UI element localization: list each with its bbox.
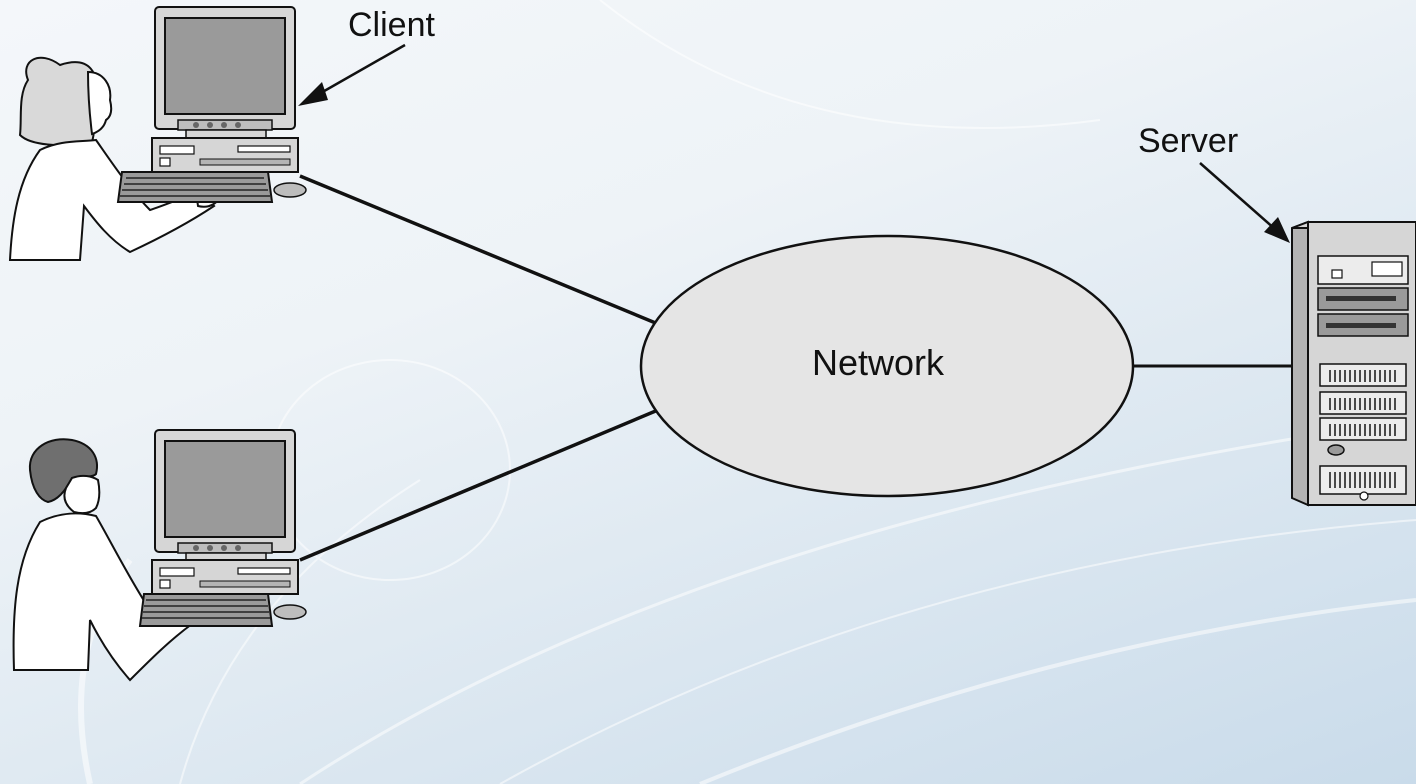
server-tower-icon	[1291, 220, 1416, 507]
server-arrow	[1199, 162, 1290, 243]
client-arrow	[298, 43, 406, 106]
desktop-computer-icon	[138, 429, 307, 627]
client-label: Client	[348, 6, 435, 44]
network-cloud	[639, 234, 1135, 498]
server-label: Server	[1138, 122, 1239, 160]
client-bottom	[12, 429, 307, 682]
connection-bottom-client	[299, 408, 659, 562]
female-user-icon	[8, 56, 222, 261]
client-top	[8, 6, 307, 261]
connection-top-client	[299, 174, 659, 326]
desktop-computer-icon	[116, 6, 307, 203]
network-label: Network	[812, 342, 945, 383]
